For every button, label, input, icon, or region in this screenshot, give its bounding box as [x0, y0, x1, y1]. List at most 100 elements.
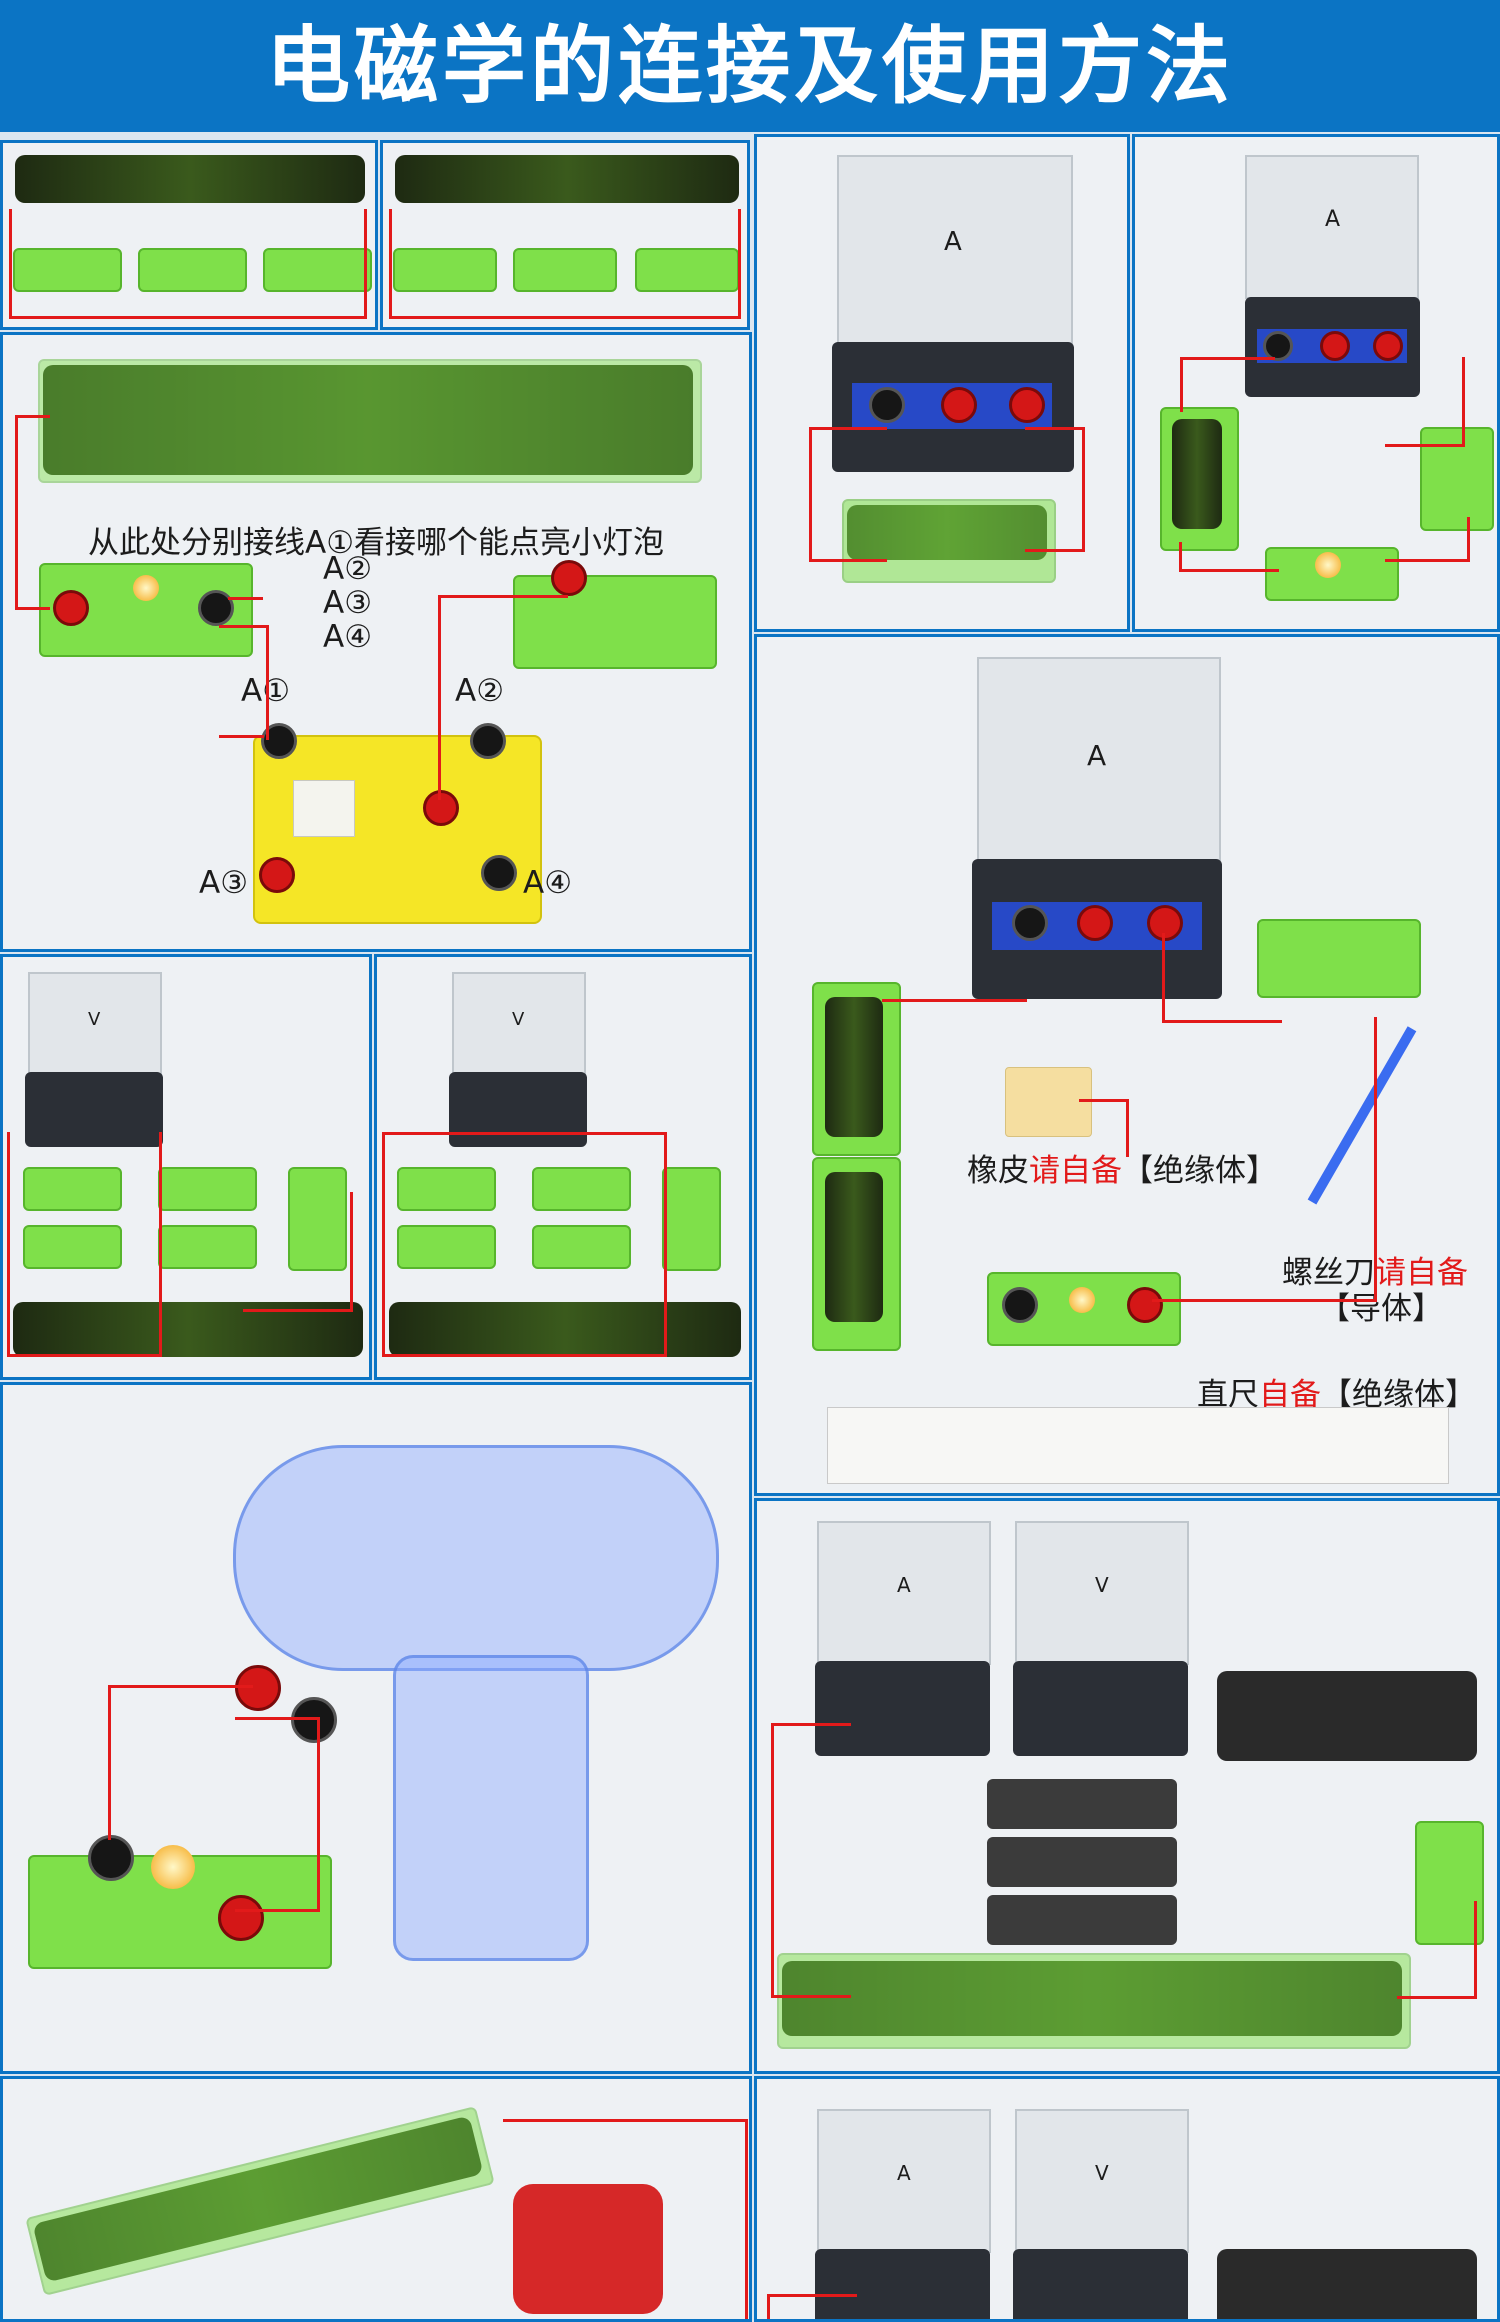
- voltmeter: V: [452, 972, 586, 1076]
- option-a2: A②: [323, 551, 372, 587]
- resistor: [987, 1779, 1177, 1829]
- wire: [235, 1717, 320, 1912]
- panel-ammeter-voltmeter-rheostat: A V: [754, 1498, 1500, 2074]
- switch-board: [662, 1167, 721, 1271]
- voltmeter-base: [1013, 2249, 1188, 2319]
- red-terminal: [1009, 387, 1045, 423]
- ammeter: A: [837, 155, 1073, 344]
- screwdriver-note: 【导体】: [1319, 1291, 1443, 1327]
- wire: [15, 415, 50, 610]
- panel-series-left: [0, 140, 378, 330]
- battery: [825, 997, 883, 1137]
- wire: [1152, 1017, 1377, 1302]
- voltmeter-label: V: [1095, 1573, 1109, 1597]
- bulb: [133, 575, 159, 601]
- ammeter: A: [1245, 155, 1419, 299]
- switch-board: [532, 1167, 631, 1211]
- battery-pack: [395, 155, 739, 203]
- red-terminal: [551, 560, 587, 596]
- battery-pack: [389, 1302, 741, 1357]
- ammeter-base: [815, 1661, 990, 1756]
- black-terminal: [88, 1835, 134, 1881]
- ruler: [827, 1407, 1449, 1484]
- wire: [219, 735, 264, 738]
- ammeter-base: [815, 2249, 990, 2319]
- bulb-board: [23, 1167, 122, 1211]
- wire: [235, 1717, 320, 1720]
- switch-board: [532, 1225, 631, 1269]
- black-terminal: [869, 387, 905, 423]
- switch-board: [288, 1167, 347, 1271]
- switch-board: [138, 248, 247, 292]
- wire: [882, 932, 1027, 1002]
- wire: [1162, 933, 1282, 1023]
- panel-hand-generator: [0, 1382, 752, 2074]
- resistor: [987, 1837, 1177, 1887]
- hand-generator: [233, 1445, 719, 1671]
- battery-holder: [25, 2106, 495, 2296]
- red-terminal: [1373, 331, 1403, 361]
- panel-motor-battery: [0, 2076, 752, 2322]
- bulb-board: [263, 248, 372, 292]
- bulb-board: [397, 1167, 496, 1211]
- header-banner: 电磁学的连接及使用方法: [0, 0, 1500, 132]
- switch-board: [158, 1167, 257, 1211]
- ammeter: A: [817, 1521, 991, 1665]
- panel-meters-rheostat-bottom: A V: [754, 2076, 1500, 2322]
- wire: [438, 595, 568, 800]
- bulb: [1315, 552, 1341, 578]
- wire: [1385, 357, 1465, 447]
- wire: [382, 1132, 667, 1357]
- terminal-a2: [470, 723, 506, 759]
- wire: [228, 597, 263, 600]
- panel-ammeter-circuit: A: [1132, 134, 1500, 632]
- motor: [513, 2184, 663, 2314]
- voltmeter-base: [25, 1072, 163, 1147]
- voltmeter: V: [1015, 2109, 1189, 2253]
- red-terminal: [1127, 1287, 1163, 1323]
- black-terminal: [1002, 1287, 1038, 1323]
- red-terminal: [218, 1895, 264, 1941]
- bulb-board: [13, 248, 122, 292]
- wire: [503, 2119, 748, 2319]
- red-terminal: [1320, 331, 1350, 361]
- terminal-a3: [259, 857, 295, 893]
- voltmeter: V: [1015, 1521, 1189, 1665]
- page-title: 电磁学的连接及使用方法: [265, 17, 1234, 115]
- rheostat: [1217, 1671, 1477, 1761]
- bulb: [1069, 1287, 1095, 1313]
- label-a4: A④: [523, 865, 572, 901]
- ammeter-label: A: [1325, 207, 1341, 232]
- red-terminal: [941, 387, 977, 423]
- voltmeter-label: V: [1095, 2161, 1109, 2185]
- battery-holder: [777, 1953, 1411, 2049]
- bulb-board: [635, 248, 739, 292]
- wire: [219, 625, 269, 740]
- label-a2: A②: [455, 673, 504, 709]
- wire: [1179, 542, 1279, 572]
- relay: [293, 780, 355, 837]
- ammeter: A: [977, 657, 1221, 861]
- wire: [1025, 427, 1085, 552]
- screwdriver-label: 螺丝刀请自备: [1282, 1255, 1468, 1291]
- ammeter-label: A: [1087, 739, 1107, 772]
- voltmeter: V: [28, 972, 162, 1076]
- voltmeter-label: V: [88, 1009, 101, 1030]
- eraser-label: 橡皮请自备【绝缘体】: [967, 1153, 1277, 1189]
- wire: [809, 427, 887, 562]
- label-a3: A③: [199, 865, 248, 901]
- wire: [1397, 1901, 1477, 1999]
- bulb-board: [23, 1225, 122, 1269]
- red-terminal: [423, 790, 459, 826]
- battery: [825, 1172, 883, 1322]
- panel-series-right: [380, 140, 750, 330]
- bulb-board: [397, 1225, 496, 1269]
- battery-pack: [15, 155, 365, 203]
- wire: [243, 1192, 353, 1312]
- terminal-a4: [481, 855, 517, 891]
- label-a1: A①: [241, 673, 290, 709]
- red-terminal: [235, 1665, 281, 1711]
- ammeter: A: [817, 2109, 991, 2253]
- wire: [771, 1723, 851, 1998]
- option-a4: A④: [323, 619, 372, 655]
